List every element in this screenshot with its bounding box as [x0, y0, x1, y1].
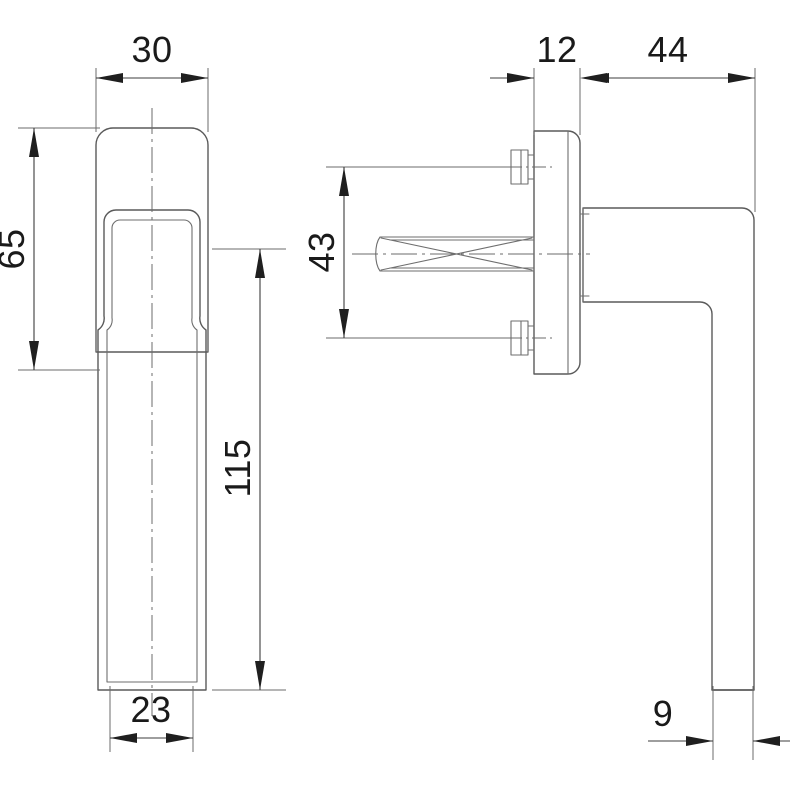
arrow-30-left [96, 73, 123, 83]
dim-label-65: 65 [0, 228, 32, 269]
square-spindle-outline [375, 236, 535, 272]
side-rosette-plate [533, 130, 581, 375]
arrow-43-bottom [339, 309, 349, 338]
fixing-screw-bottom [510, 320, 529, 356]
arrow-9-right [753, 736, 780, 746]
dim-label-23: 23 [130, 689, 171, 730]
arrow-65-top [29, 128, 39, 157]
dim-label-30: 30 [131, 29, 172, 70]
arrow-65-bottom [29, 341, 39, 370]
lever-inner-outline [106, 219, 198, 683]
side-lever-outline [582, 207, 755, 691]
arrow-44-left [582, 73, 609, 83]
dim-label-9: 9 [653, 693, 674, 734]
dim-label-44: 44 [647, 29, 688, 70]
dim-label-115: 115 [217, 439, 258, 498]
rosette-plate-outline [95, 127, 209, 353]
front-view-group: 30 65 115 23 [0, 29, 286, 752]
arrow-23-right [166, 733, 193, 743]
lever-outer-outline [97, 209, 207, 691]
arrow-9-left [686, 736, 713, 746]
arrow-44-right [728, 73, 755, 83]
dim-label-43: 43 [301, 231, 342, 272]
side-view-group: 12 44 43 9 [301, 29, 790, 760]
dim-label-12: 12 [536, 29, 577, 70]
fixing-screw-top [510, 149, 529, 185]
spindle-hatch-2 [380, 237, 533, 271]
arrow-43-top [339, 167, 349, 196]
arrow-23-left [110, 733, 137, 743]
arrow-115-top [255, 249, 265, 278]
arrow-12-left [507, 73, 534, 83]
arrow-30-right [181, 73, 208, 83]
arrow-115-bottom [255, 661, 265, 690]
